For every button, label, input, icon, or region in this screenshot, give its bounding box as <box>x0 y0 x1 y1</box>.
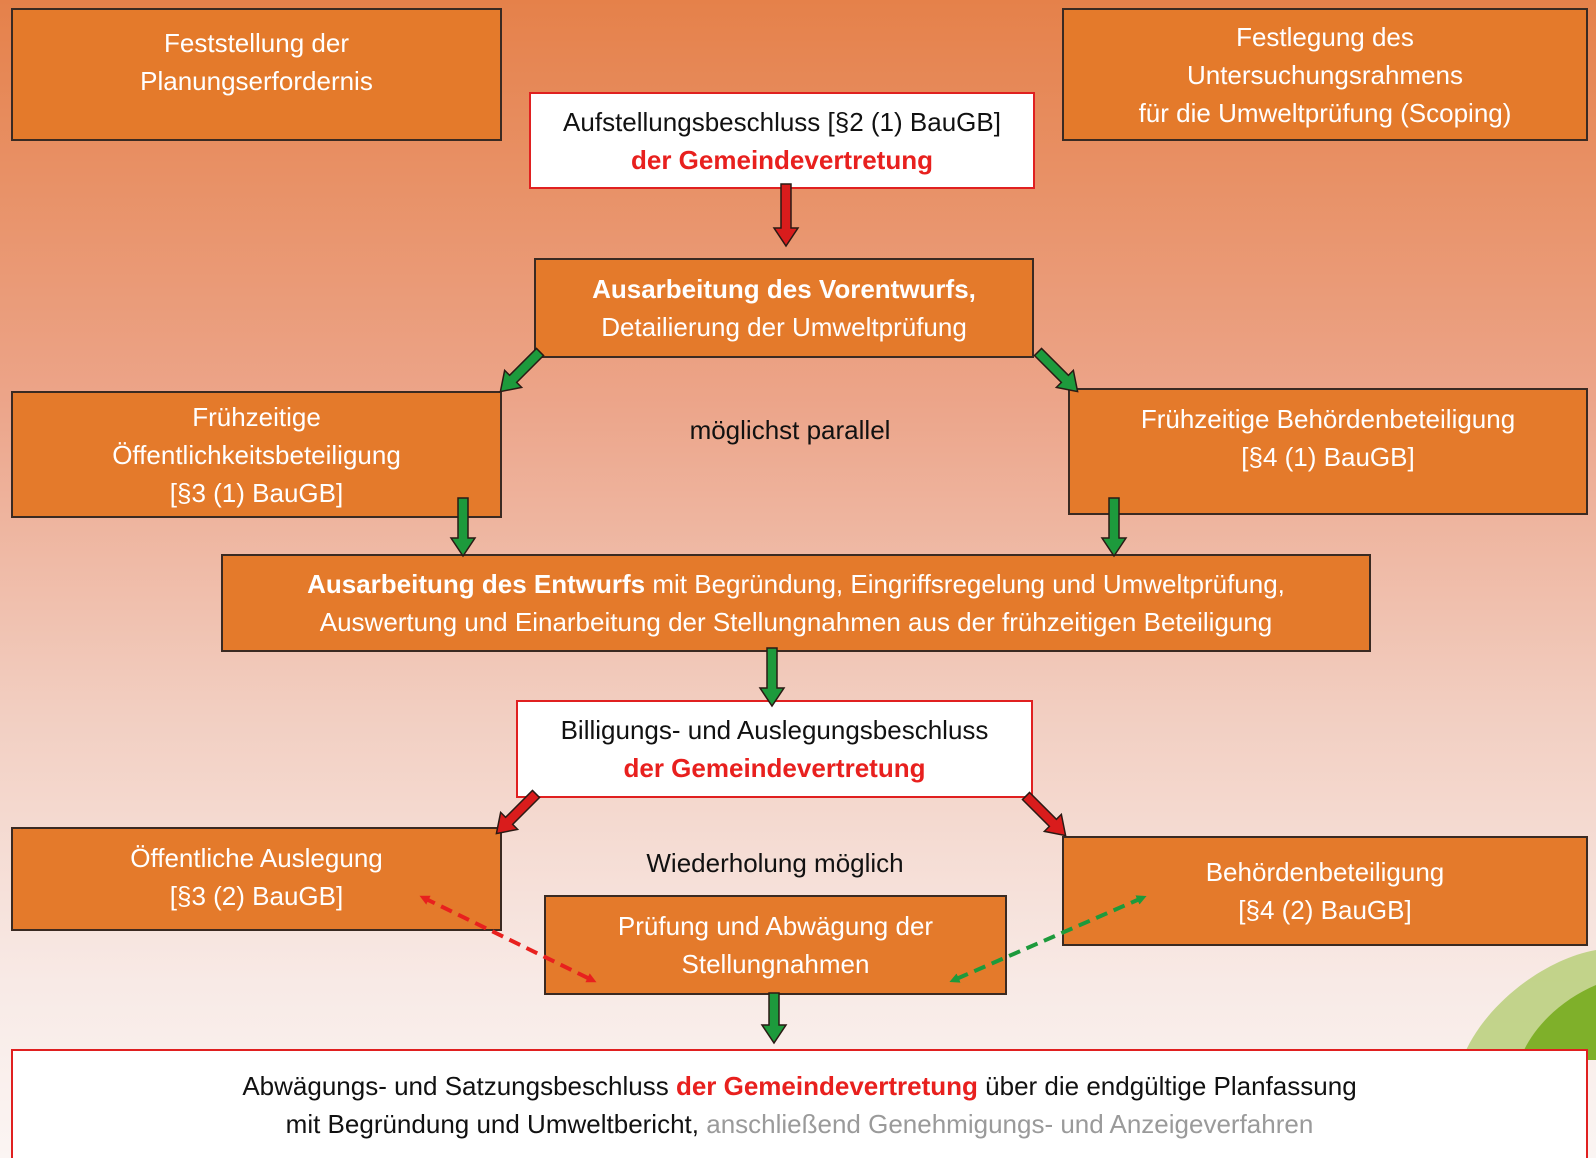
entwurf-line2: Auswertung und Einarbeitung der Stellung… <box>319 607 1273 637</box>
satzung-red: der Gemeindevertretung <box>675 1070 978 1101</box>
pruefung-line2: Stellungnahmen <box>681 949 870 979</box>
feststellung-box: Feststellung der Planungserfordernis <box>11 8 502 141</box>
fruehzeitig-oeff-line2: Öffentlichkeitsbeteiligung <box>112 439 401 470</box>
dashed-arrow-behoerden-pruefung <box>949 895 1147 983</box>
festlegung-line3: für die Umweltprüfung (Scoping) <box>1138 97 1512 128</box>
fruehzeitig-beh-line1: Frühzeitige Behördenbeteiligung <box>1140 404 1516 434</box>
arrow-fruehzeitig-oeff-to-entwurf <box>449 497 477 558</box>
auslegung-line2: [§3 (2) BauGB] <box>169 881 344 911</box>
behoerdenbeteiligung-box: Behördenbeteiligung [§4 (2) BauGB] <box>1062 836 1588 946</box>
arrow-vorentwurf-to-fruehzeitig-beh <box>1033 347 1079 393</box>
feststellung-line1: Feststellung der <box>164 28 349 58</box>
arrow-entwurf-to-billigung <box>758 647 786 708</box>
fruehzeitige-behoerden-box: Frühzeitige Behördenbeteiligung [§4 (1) … <box>1068 388 1588 515</box>
arrow-billigung-to-behoerden <box>1021 791 1067 837</box>
satzung-line2-sep: , <box>691 1108 707 1139</box>
aufstellung-line1: Aufstellungsbeschluss [§2 (1) BauGB] <box>563 106 1001 137</box>
entwurf-line1: Ausarbeitung des Entwurfs mit Begründung… <box>307 565 1285 603</box>
wiederholung-label: Wiederholung möglich <box>646 848 904 878</box>
billigung-line2: der Gemeindevertretung <box>623 753 926 783</box>
arrow-billigung-to-auslegung <box>495 789 541 835</box>
entwurf-bold: Ausarbeitung des Entwurfs <box>307 569 646 599</box>
satzung-line2-grey: anschließend Genehmigungs- und Anzeigeve… <box>706 1108 1314 1139</box>
satzung-part1: Abwägungs- und Satzungsbeschluss <box>242 1070 676 1101</box>
auslegung-line1: Öffentliche Auslegung <box>130 843 383 873</box>
festlegung-box: Festlegung des Untersuchungsrahmens für … <box>1062 8 1588 141</box>
festlegung-line1: Festlegung des <box>1236 21 1414 52</box>
fruehzeitig-beh-line2: [§4 (1) BauGB] <box>1241 442 1415 472</box>
vorentwurf-line1: Ausarbeitung des Vorentwurfs, <box>592 274 976 304</box>
aufstellung-line2: der Gemeindevertretung <box>631 144 933 175</box>
feststellung-line2: Planungserfordernis <box>140 66 373 96</box>
satzung-line2-main: mit Begründung und Umweltbericht <box>285 1108 692 1139</box>
fruehzeitige-oeffentlichkeit-box: Frühzeitige Öffentlichkeitsbeteiligung [… <box>11 391 502 518</box>
fruehzeitig-oeff-line3: [§3 (1) BauGB] <box>169 477 344 508</box>
vorentwurf-line2: Detailierung der Umweltprüfung <box>601 312 967 342</box>
satzung-line2: mit Begründung und Umweltbericht, anschl… <box>286 1105 1314 1143</box>
entwurf-box: Ausarbeitung des Entwurfs mit Begründung… <box>221 554 1371 652</box>
pruefung-line1: Prüfung und Abwägung der <box>617 911 934 941</box>
fruehzeitig-oeff-line1: Frühzeitige <box>192 401 321 432</box>
festlegung-line2: Untersuchungsrahmens <box>1186 59 1464 90</box>
arrow-pruefung-to-satzung <box>760 992 788 1045</box>
satzungsbeschluss-box: Abwägungs- und Satzungsbeschluss der Gem… <box>11 1049 1588 1158</box>
parallel-label: möglichst parallel <box>689 415 891 445</box>
entwurf-rest: mit Begründung, Eingriffsregelung und Um… <box>645 569 1285 599</box>
arrow-aufstellung-to-vorentwurf <box>772 183 800 248</box>
billigungsbeschluss-box: Billigungs- und Auslegungsbeschluss der … <box>516 700 1033 798</box>
dashed-arrow-auslegung-pruefung <box>419 895 597 983</box>
satzung-part2: über die endgültige Planfassung <box>977 1070 1357 1101</box>
billigung-line1: Billigungs- und Auslegungsbeschluss <box>560 715 989 745</box>
vorentwurf-box: Ausarbeitung des Vorentwurfs, Detailieru… <box>534 258 1034 358</box>
behoerden-line2: [§4 (2) BauGB] <box>1238 895 1412 925</box>
arrow-vorentwurf-to-fruehzeitig-oeff <box>499 347 545 393</box>
pruefung-box: Prüfung und Abwägung der Stellungnahmen <box>544 895 1007 995</box>
satzung-line1: Abwägungs- und Satzungsbeschluss der Gem… <box>242 1067 1356 1105</box>
arrow-fruehzeitig-beh-to-entwurf <box>1100 497 1128 558</box>
behoerden-line1: Behördenbeteiligung <box>1205 857 1445 887</box>
